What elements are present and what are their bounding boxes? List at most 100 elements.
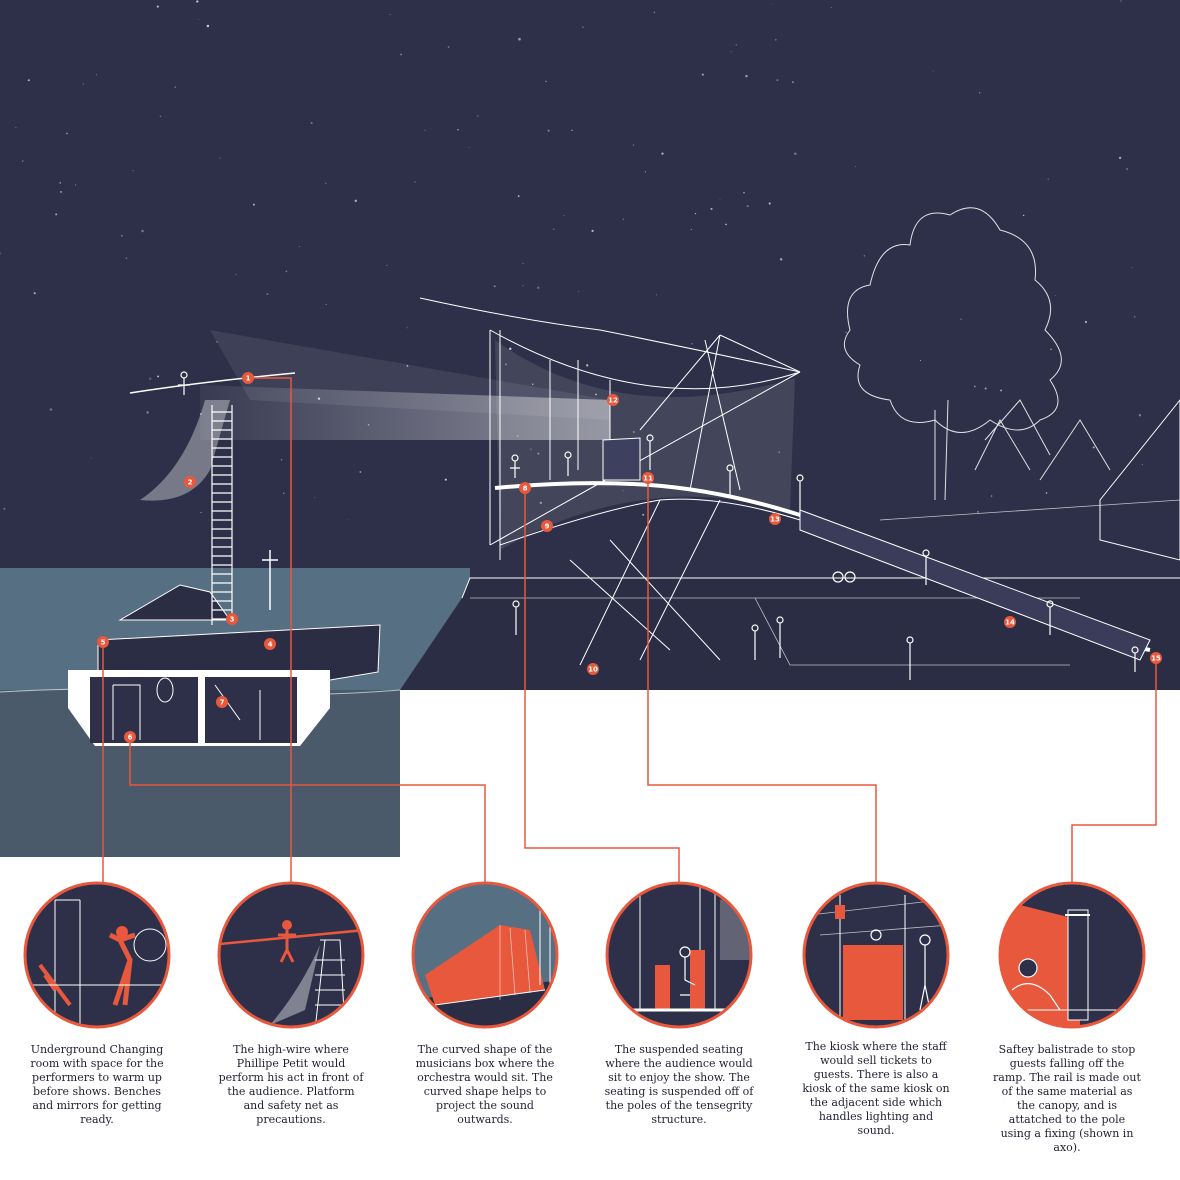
star <box>537 452 540 455</box>
marker-number: 10 <box>588 666 598 674</box>
star <box>622 489 624 491</box>
star <box>1092 446 1095 449</box>
callout-circle-4 <box>605 881 753 1029</box>
marker-13: 13 <box>769 513 781 525</box>
marker-1: 1 <box>242 372 254 384</box>
callout-circle-6 <box>998 881 1146 1029</box>
star <box>386 264 388 266</box>
star <box>285 270 288 273</box>
boat-cover <box>118 584 231 621</box>
tensegrity-structure <box>419 297 801 666</box>
star <box>691 342 693 345</box>
star <box>571 129 573 132</box>
star <box>509 347 512 350</box>
star <box>359 471 362 473</box>
star <box>468 147 470 149</box>
marker-2: 2 <box>184 476 196 488</box>
star <box>1138 414 1142 417</box>
star <box>406 327 408 329</box>
star <box>547 129 550 132</box>
star <box>656 294 658 296</box>
marker-circle <box>226 613 238 625</box>
marker-12: 12 <box>607 394 619 406</box>
star <box>622 218 624 220</box>
marker-circle <box>519 482 531 494</box>
star <box>653 11 656 14</box>
star <box>774 38 777 41</box>
boat-details <box>112 677 261 740</box>
star <box>389 13 391 15</box>
star <box>156 5 159 8</box>
star <box>1131 267 1133 268</box>
marker-5: 5 <box>97 636 109 648</box>
marker-number: 15 <box>1151 655 1161 663</box>
marker-3: 3 <box>226 613 238 625</box>
changing-room <box>90 677 198 743</box>
ground-plinth <box>400 578 1180 690</box>
star <box>1141 463 1144 466</box>
marker-8: 8 <box>519 482 531 494</box>
star <box>125 257 128 259</box>
star <box>33 292 36 295</box>
marker-circle <box>1004 616 1016 628</box>
star <box>552 228 555 230</box>
star <box>354 199 358 203</box>
marker-10: 10 <box>587 663 599 675</box>
star <box>59 182 61 184</box>
callout-circle-1 <box>23 881 171 1029</box>
marker-14: 14 <box>1004 616 1016 628</box>
spotlight-beam <box>200 385 610 440</box>
marker-number: 3 <box>230 616 235 624</box>
right-building <box>1099 399 1180 561</box>
star <box>27 79 30 82</box>
star <box>776 79 779 82</box>
marker-9: 9 <box>541 520 553 532</box>
star <box>60 191 62 193</box>
star <box>74 184 77 186</box>
star <box>978 92 981 94</box>
star <box>537 286 540 289</box>
canopy-membrane <box>495 340 795 550</box>
star <box>725 223 727 226</box>
star <box>973 385 976 388</box>
star <box>21 160 24 163</box>
star <box>1134 316 1136 318</box>
marker-number: 9 <box>545 523 550 531</box>
star <box>82 83 84 85</box>
marker-circle <box>242 372 254 384</box>
marker-15: 15 <box>1150 652 1162 664</box>
star <box>778 451 780 453</box>
star <box>644 171 647 173</box>
star <box>400 53 403 56</box>
star <box>854 165 856 167</box>
star <box>518 37 521 41</box>
ramp <box>799 509 1151 661</box>
star <box>200 511 202 514</box>
marker-circle <box>124 731 136 743</box>
star <box>768 202 771 205</box>
star <box>457 129 459 131</box>
star <box>743 192 745 194</box>
star <box>730 51 732 53</box>
star <box>919 359 922 361</box>
star <box>746 204 749 208</box>
marker-circle <box>97 636 109 648</box>
marker-6: 6 <box>124 731 136 743</box>
star <box>532 383 534 385</box>
star <box>1047 178 1049 180</box>
star <box>701 73 704 76</box>
safety-net <box>140 400 230 501</box>
marker-number: 5 <box>101 639 106 647</box>
star <box>694 212 697 215</box>
star <box>132 170 134 172</box>
star <box>149 377 152 380</box>
star <box>120 234 123 237</box>
ladder-tower <box>211 405 233 625</box>
star <box>1045 492 1048 494</box>
star <box>90 457 92 459</box>
star <box>55 213 58 216</box>
star <box>545 80 547 83</box>
marker-circle <box>607 394 619 406</box>
star <box>493 285 496 288</box>
